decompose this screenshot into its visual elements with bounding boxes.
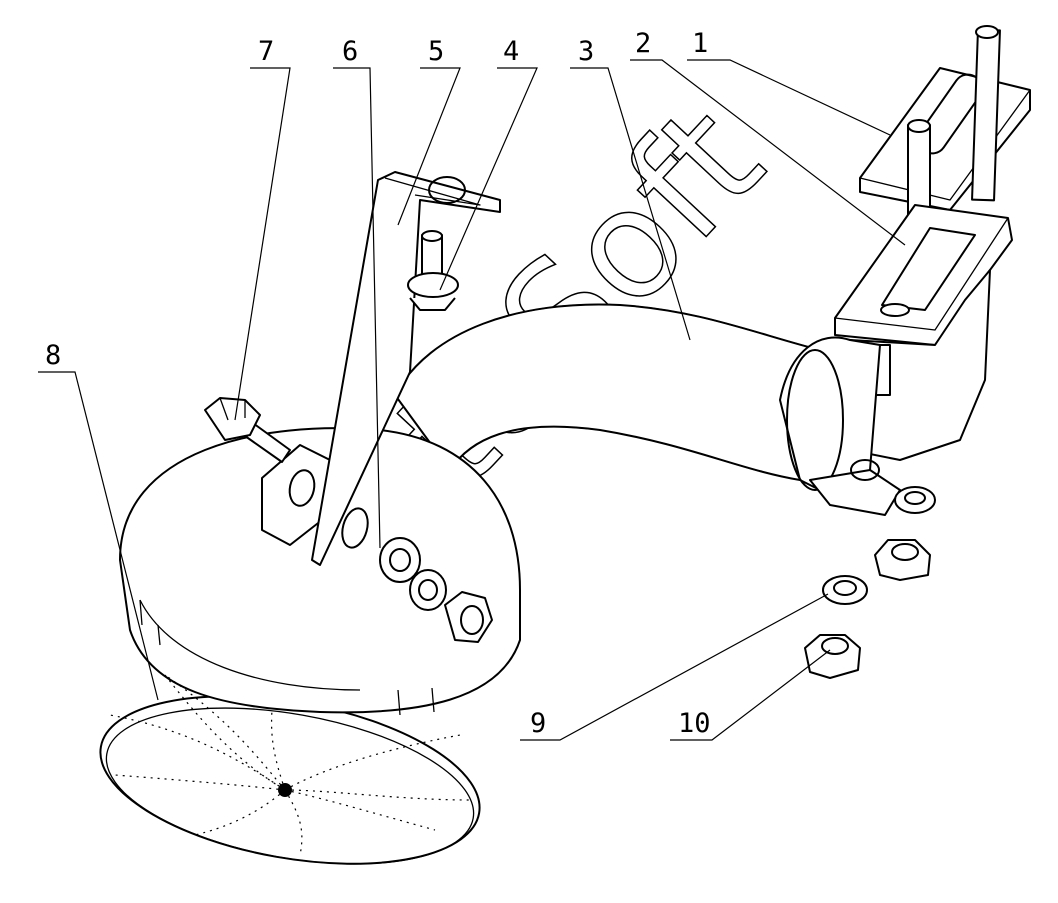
callout-7: 7: [258, 36, 274, 67]
bolt-with-nut: [204, 397, 291, 463]
callout-8: 8: [45, 340, 61, 371]
callout-3: 3: [578, 36, 594, 67]
muffler-body: [99, 427, 521, 865]
perforation-pattern: [109, 674, 471, 856]
callout-6: 6: [342, 36, 358, 67]
callout-4: 4: [503, 36, 519, 67]
leader-lines: [38, 59, 906, 741]
callout-9: 9: [530, 708, 546, 739]
callout-1: 1: [692, 28, 708, 59]
callout-10: 10: [678, 708, 711, 739]
long-bracket: [311, 171, 501, 566]
pipe-flange: [779, 336, 901, 516]
muffler-fasteners: [379, 537, 493, 643]
callout-labels: 1 2 3 4 5 6 7 8 9 10: [45, 28, 711, 739]
loose-washers-and-nuts: [804, 486, 936, 679]
bolt-with-washer: [407, 230, 459, 311]
callout-5: 5: [428, 36, 444, 67]
callout-2: 2: [635, 28, 651, 59]
